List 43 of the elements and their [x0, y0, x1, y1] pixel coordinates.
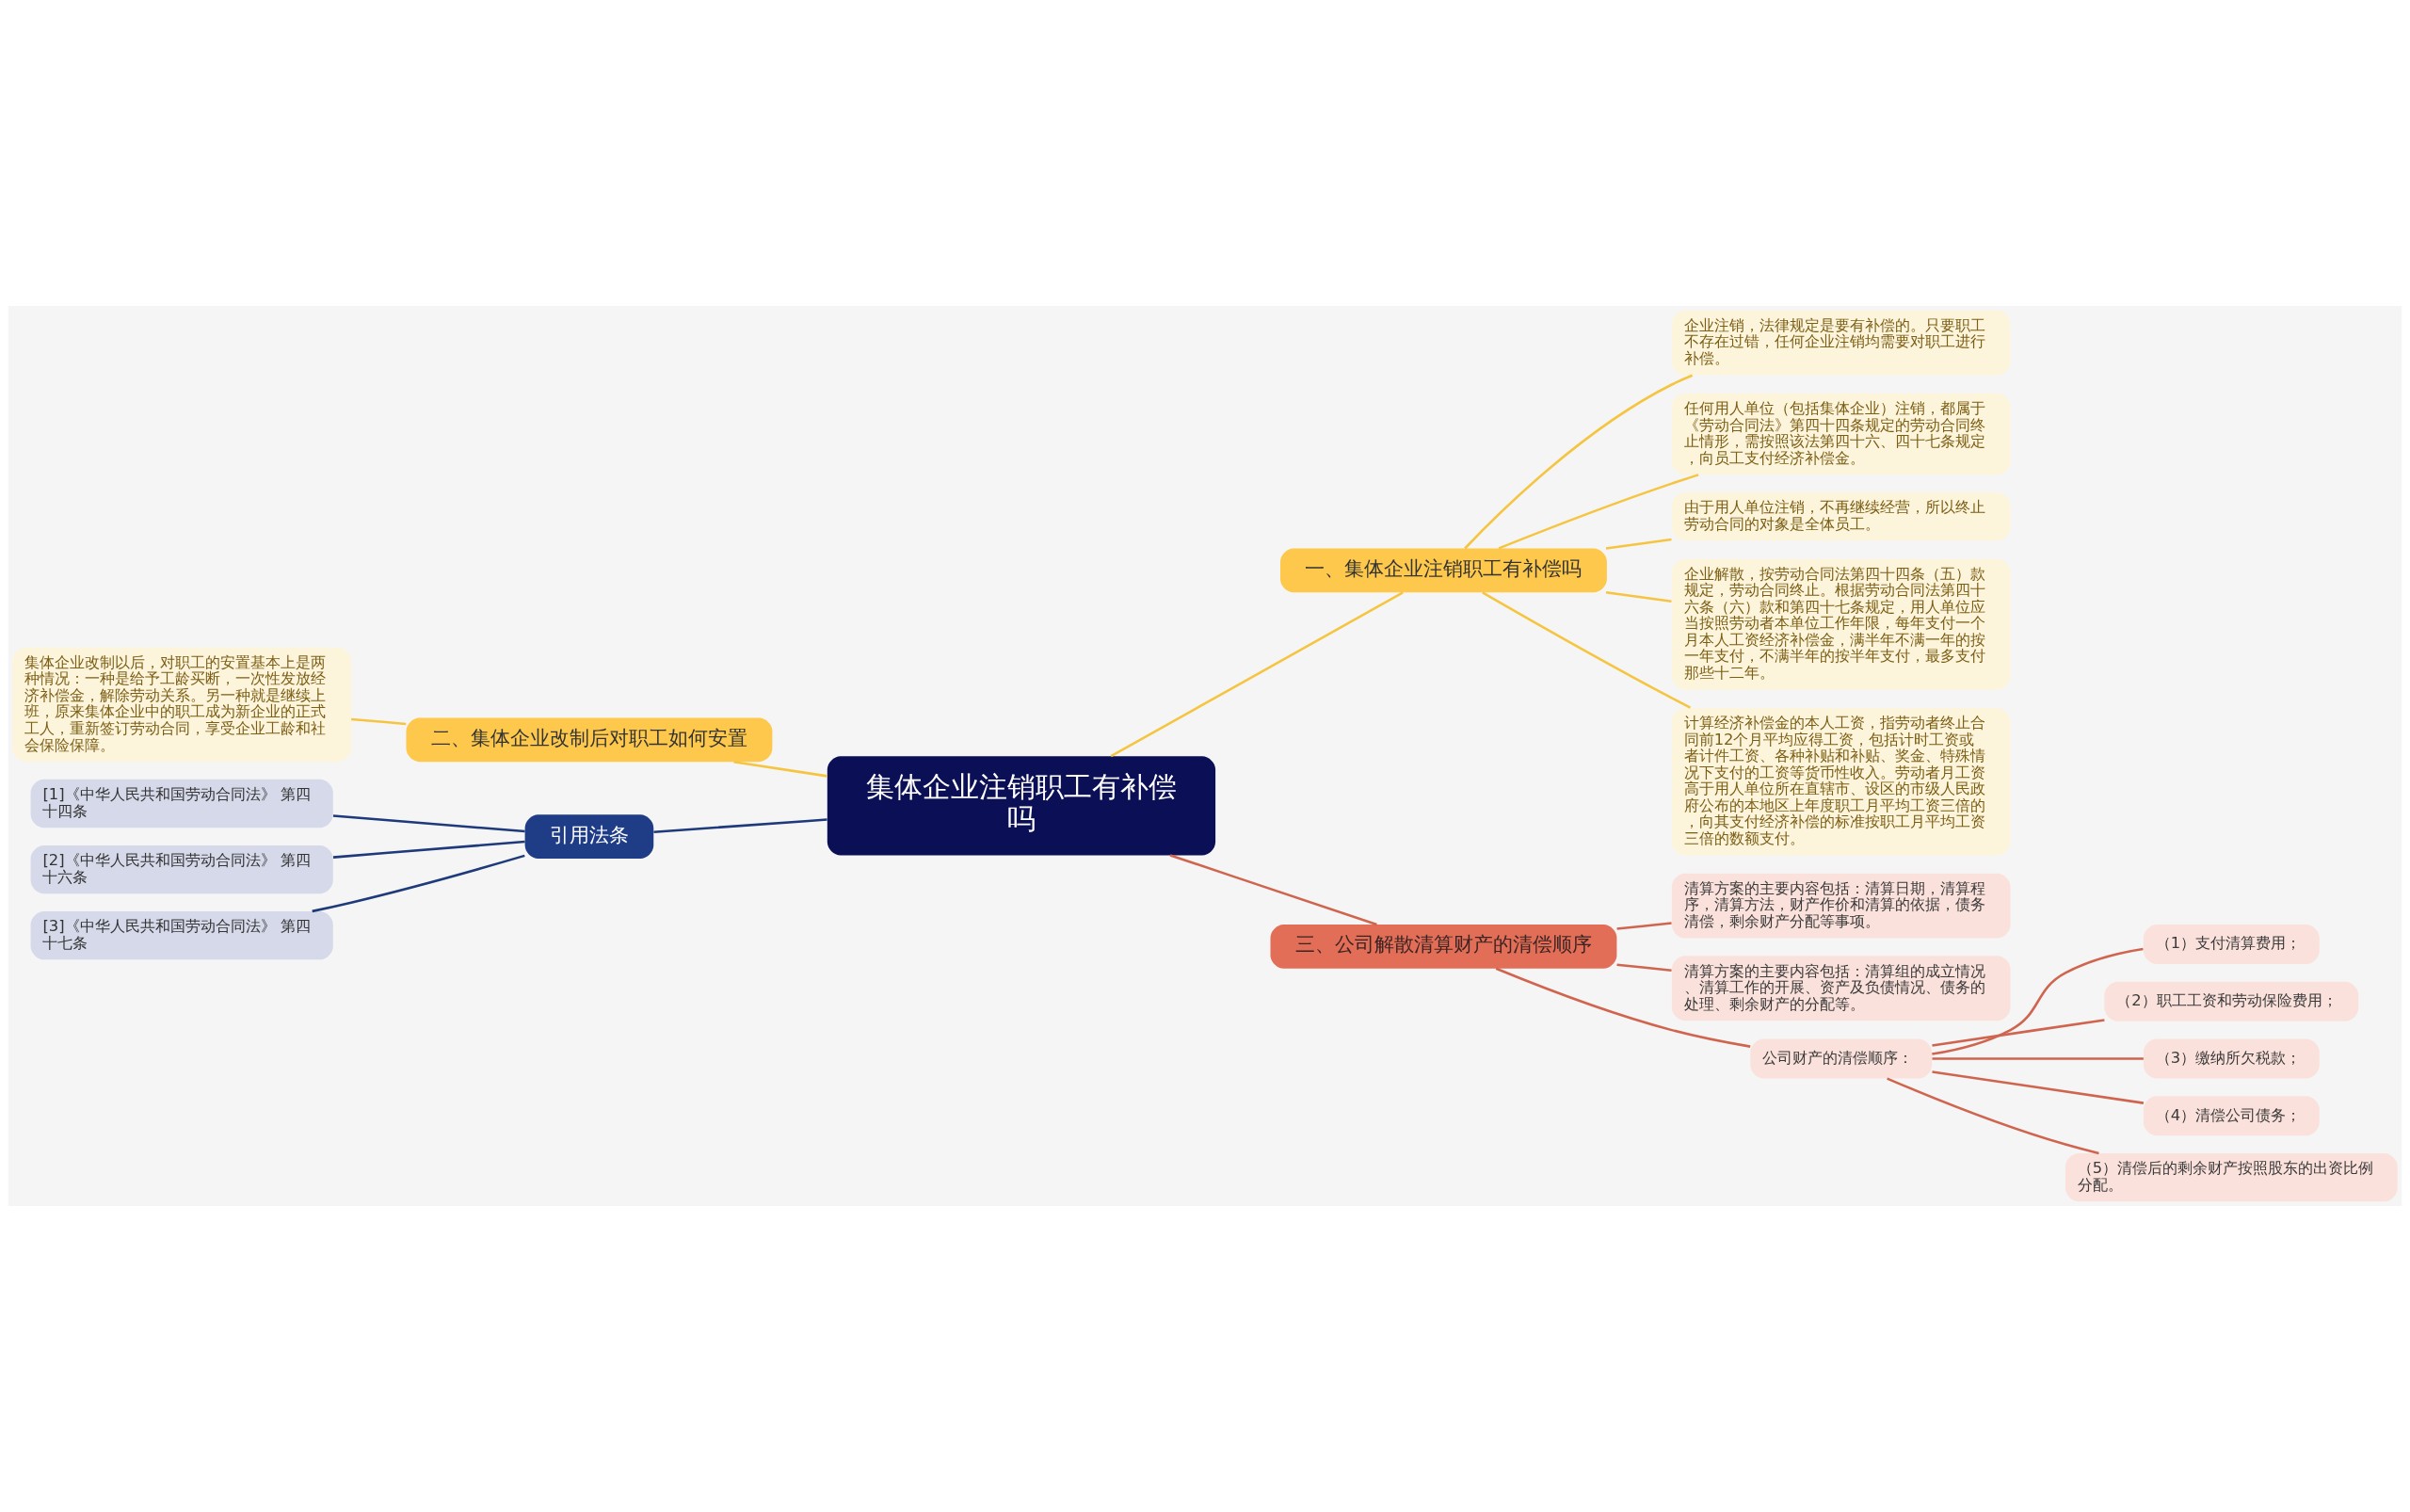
node-box: （5）清偿后的剩余财产按照股东的出资比例分配。	[2065, 1152, 2398, 1202]
node-box: [2]《中华人民共和国劳动合同法》 第四十六条	[30, 844, 333, 894]
connector	[1605, 591, 1672, 603]
connector	[332, 814, 525, 833]
connector	[1616, 922, 1672, 930]
node-box: 清算方案的主要内容包括：清算组的成立情况、清算工作的开展、资产及负债情况、债务的处理、剩余财产的分配等。	[1671, 956, 2011, 1021]
node-box: 计算经济补偿金的本人工资，指劳动者终止合同前12个月平均应得工资，包括计时工资或者计件工资、各种补贴和补贴、奖金、特殊情况下支付的工资等货币性收入。劳动者月工资高于用人单位所在直辖市、设区的市级人民政府公布的本地区上年度职工月平均工资三倍的，向其支付经济补偿的标准按职工月平均工资三倍的数额支付。	[1671, 707, 2011, 856]
node-box: 任何用人单位（包括集体企业）注销，都属于《劳动合同法》第四十四条规定的劳动合同终止情形，需按照该法第四十六、四十七条规定，向员工支付经济补偿金。	[1671, 393, 2011, 475]
connector	[1498, 474, 1699, 550]
node-box: 公司财产的清偿顺序：	[1750, 1038, 1933, 1079]
connector	[1932, 1019, 2105, 1047]
node-box: （3）缴纳所欠税款；	[2143, 1038, 2320, 1079]
node-box: [1]《中华人民共和国劳动合同法》 第四十四条	[30, 779, 333, 828]
node-box: （1）支付清算费用；	[2143, 925, 2320, 965]
node-box: 清算方案的主要内容包括：清算日期，清算程序，清算方法，财产作价和清算的依据，债务清偿，剩余财产分配等事项。	[1671, 873, 2011, 939]
connector	[1605, 538, 1672, 550]
connector	[351, 717, 407, 726]
connector	[1932, 1057, 2144, 1060]
node-box: （2）职工工资和劳动保险费用；	[2104, 981, 2359, 1021]
connector	[653, 818, 827, 833]
node-box: 一、集体企业注销职工有补偿吗	[1280, 548, 1607, 593]
node-box: 集体企业注销职工有补偿吗	[827, 756, 1216, 856]
connector	[332, 840, 525, 859]
node-box: 二、集体企业改制后对职工如何安置	[406, 717, 773, 763]
connector	[1495, 967, 1751, 1048]
node-box: 由于用人单位注销，不再继续经营，所以终止劳动合同的对象是全体员工。	[1671, 491, 2011, 541]
node-box: 企业解散，按劳动合同法第四十四条（五）款规定，劳动合同终止。根据劳动合同法第四十六条（六）款和第四十七条规定，用人单位应当按照劳动者本单位工作年限，每年支付一个月本人工资经济补偿金，满半年不满一年的按一年支付，不满半年的按半年支付，最多支付那些十二年。	[1671, 558, 2011, 690]
connector	[312, 854, 525, 913]
node-box: 企业注销，法律规定是要有补偿的。只要职工不存在过错，任何企业注销均需要对职工进行补偿。	[1671, 310, 2011, 376]
connector	[1482, 591, 1692, 709]
node-box: 三、公司解散清算财产的清偿顺序	[1270, 925, 1617, 969]
node-box: [3]《中华人民共和国劳动合同法》 第四十七条	[30, 911, 333, 960]
connector	[733, 760, 827, 778]
connector	[1887, 1077, 2099, 1155]
connector	[1932, 1070, 2145, 1104]
connector	[1110, 591, 1404, 758]
node-box: （4）清偿公司债务；	[2143, 1096, 2320, 1136]
connector	[1169, 854, 1377, 926]
connector	[1464, 374, 1694, 550]
connector	[1616, 963, 1672, 973]
connector	[1932, 947, 2144, 1055]
node-box: 引用法条	[524, 814, 654, 859]
node-box: 集体企业改制以后，对职工的安置基本上是两种情况：一种是给予工龄买断，一次性发放经济补偿金，解除劳动关系。另一种就是继续上班，原来集体企业中的职工成为新企业的正式工人，重新签订劳动合同，享受企业工龄和社会保险保障。	[12, 647, 352, 763]
